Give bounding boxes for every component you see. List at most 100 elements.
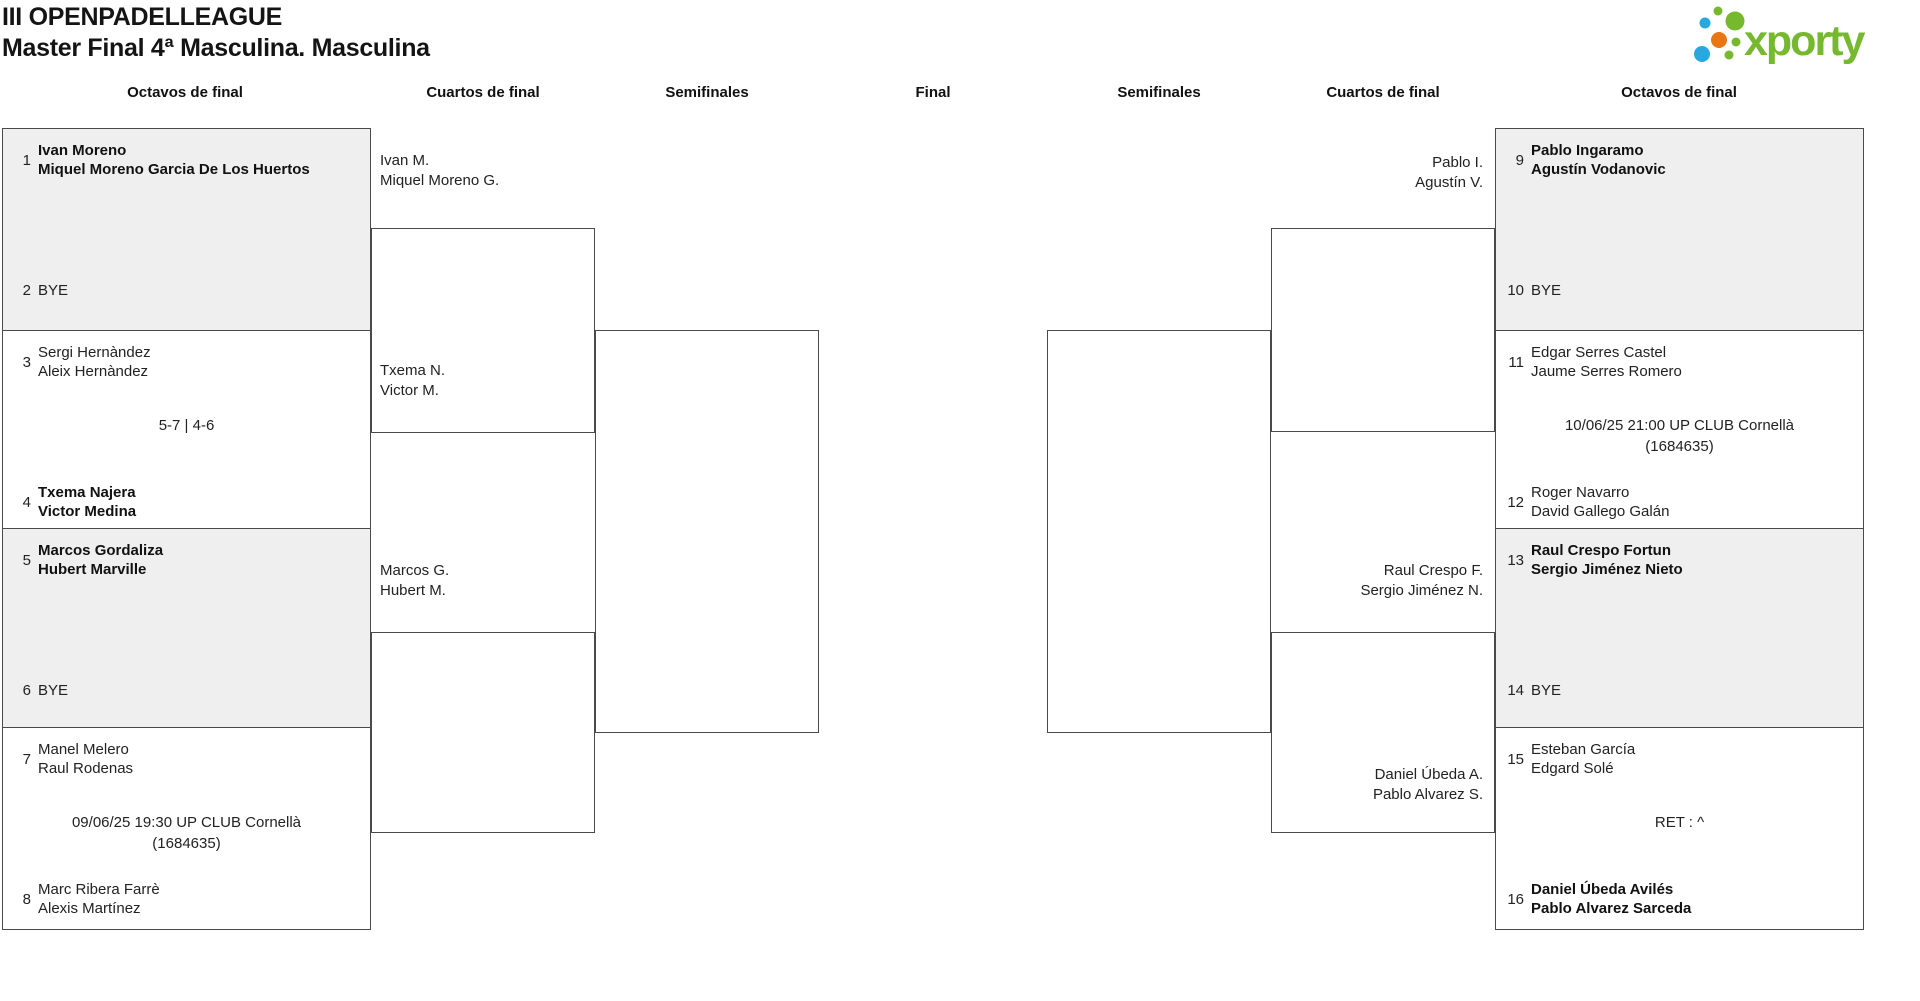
logo-dot bbox=[1711, 32, 1727, 48]
seed-number: 4 bbox=[22, 493, 31, 511]
team-slot: 1 Ivan Moreno Miquel Moreno Garcia De Lo… bbox=[9, 141, 366, 179]
round-header-octavos-left: Octavos de final bbox=[127, 84, 243, 101]
team-slot: 3 Sergi Hernàndez Aleix Hernàndez bbox=[9, 343, 366, 381]
semifinal-connector-left bbox=[595, 330, 819, 733]
player-short-name: Pablo I. bbox=[1432, 154, 1483, 171]
team-slot: 15 Esteban García Edgard Solé bbox=[1502, 740, 1859, 778]
player-short-name: Txema N. bbox=[380, 362, 446, 379]
quarterfinal-connector-left-2 bbox=[371, 632, 595, 833]
seed-number: 9 bbox=[1515, 151, 1524, 169]
player-name: Raul Rodenas bbox=[38, 760, 134, 777]
seed-number: 1 bbox=[22, 151, 31, 169]
quarterfinal-team-label-right-2: Raul Crespo F. Sergio Jiménez N. bbox=[1233, 561, 1483, 601]
player-short-name: Agustín V. bbox=[1415, 174, 1483, 191]
team-names: BYE bbox=[1531, 281, 1561, 300]
octavos-match-box-5: 9 Pablo Ingaramo Agustín Vodanovic 10 BY… bbox=[1495, 128, 1864, 331]
page-title: III OPENPADELLEAGUE bbox=[2, 3, 282, 31]
team-names: BYE bbox=[1531, 681, 1561, 700]
retirement-note: RET : ^ bbox=[1654, 814, 1705, 831]
quarterfinal-team-label-left-3: Marcos G. Hubert M. bbox=[380, 561, 449, 601]
bye-label: BYE bbox=[38, 282, 69, 299]
seed-number: 5 bbox=[22, 551, 31, 569]
round-header-cuartos-right: Cuartos de final bbox=[1326, 84, 1440, 101]
player-short-name: Pablo Alvarez S. bbox=[1372, 786, 1483, 803]
octavos-match-box-4: 7 Manel Melero Raul Rodenas 09/06/25 19:… bbox=[2, 727, 371, 930]
player-name: Sergi Hernàndez bbox=[38, 344, 151, 361]
player-name: Jaume Serres Romero bbox=[1531, 363, 1682, 380]
seed-number: 15 bbox=[1507, 750, 1524, 768]
quarterfinal-connector-right-1 bbox=[1271, 228, 1495, 432]
match-schedule-line: 10/06/25 21:00 UP CLUB Cornellà bbox=[1564, 417, 1795, 434]
octavos-match-box-3: 5 Marcos Gordaliza Hubert Marville 6 BYE bbox=[2, 528, 371, 728]
player-name: Roger Navarro bbox=[1531, 484, 1630, 501]
team-names: Manel Melero Raul Rodenas bbox=[38, 740, 133, 778]
team-slot: 8 Marc Ribera Farrè Alexis Martínez bbox=[9, 880, 366, 918]
player-short-name: Hubert M. bbox=[380, 582, 446, 599]
player-name: Marcos Gordaliza bbox=[38, 542, 164, 559]
player-name: Sergio Jiménez Nieto bbox=[1531, 561, 1683, 578]
player-short-name: Victor M. bbox=[380, 382, 439, 399]
player-name: Edgar Serres Castel bbox=[1531, 344, 1667, 361]
bye-label: BYE bbox=[38, 682, 69, 699]
logo-dot bbox=[1725, 11, 1745, 31]
team-names: Raul Crespo Fortun Sergio Jiménez Nieto bbox=[1531, 541, 1683, 579]
player-short-name: Marcos G. bbox=[380, 562, 450, 579]
team-names: Ivan Moreno Miquel Moreno Garcia De Los … bbox=[38, 141, 310, 179]
round-header-final: Final bbox=[915, 84, 951, 101]
octavos-match-box-1: 1 Ivan Moreno Miquel Moreno Garcia De Lo… bbox=[2, 128, 371, 331]
match-schedule: 09/06/25 19:30 UP CLUB Cornellà (1684635… bbox=[13, 812, 360, 854]
team-names: Sergi Hernàndez Aleix Hernàndez bbox=[38, 343, 151, 381]
player-name: Alexis Martínez bbox=[38, 900, 141, 917]
seed-number: 14 bbox=[1507, 682, 1524, 699]
match-score: 5-7 | 4-6 bbox=[158, 417, 215, 434]
team-slot: 4 Txema Najera Victor Medina bbox=[9, 483, 366, 521]
team-slot: 6 BYE bbox=[9, 681, 366, 700]
team-slot: 2 BYE bbox=[9, 281, 366, 300]
quarterfinal-team-label-left-2: Txema N. Victor M. bbox=[380, 361, 445, 401]
seed-number: 11 bbox=[1508, 353, 1524, 371]
octavos-match-box-8: 15 Esteban García Edgard Solé RET : ^ 16… bbox=[1495, 727, 1864, 930]
player-short-name: Raul Crespo F. bbox=[1383, 562, 1483, 579]
logo-wordmark: xporty bbox=[1744, 17, 1866, 65]
seed-number: 13 bbox=[1507, 551, 1524, 569]
seed-number: 2 bbox=[22, 282, 31, 299]
quarterfinal-connector-right-2 bbox=[1271, 632, 1495, 833]
quarterfinal-team-label-right-3: Daniel Úbeda A. Pablo Alvarez S. bbox=[1233, 765, 1483, 805]
seed-number: 7 bbox=[22, 750, 31, 768]
match-code: (1684635) bbox=[1645, 438, 1714, 455]
team-names: BYE bbox=[38, 681, 68, 700]
seed-number: 6 bbox=[22, 682, 31, 699]
player-short-name: Daniel Úbeda A. bbox=[1374, 766, 1483, 783]
player-name: David Gallego Galán bbox=[1531, 503, 1670, 520]
quarterfinal-connector-left-1 bbox=[371, 228, 595, 433]
player-name: Miquel Moreno Garcia De Los Huertos bbox=[38, 161, 310, 178]
round-header-semis-right: Semifinales bbox=[1117, 84, 1201, 101]
player-short-name: Miquel Moreno G. bbox=[380, 172, 500, 189]
player-name: Aleix Hernàndez bbox=[38, 363, 149, 380]
player-name: Marc Ribera Farrè bbox=[38, 881, 160, 898]
player-name: Txema Najera bbox=[38, 484, 136, 501]
player-name: Agustín Vodanovic bbox=[1531, 161, 1666, 178]
seed-number: 8 bbox=[22, 890, 31, 908]
player-short-name: Sergio Jiménez N. bbox=[1360, 582, 1483, 599]
page-subtitle: Master Final 4ª Masculina. Masculina bbox=[2, 34, 430, 62]
team-slot: 10 BYE bbox=[1502, 281, 1859, 300]
bye-label: BYE bbox=[1531, 682, 1562, 699]
round-header-cuartos-left: Cuartos de final bbox=[426, 84, 540, 101]
xporty-logo[interactable]: xporty bbox=[1683, 2, 1918, 68]
seed-number: 16 bbox=[1507, 890, 1524, 908]
player-name: Pablo Ingaramo bbox=[1531, 142, 1644, 159]
player-name: Pablo Alvarez Sarceda bbox=[1531, 900, 1692, 917]
quarterfinal-team-label-right-1: Pablo I. Agustín V. bbox=[1233, 153, 1483, 193]
logo-dot bbox=[1713, 6, 1723, 16]
round-header-semis-left: Semifinales bbox=[665, 84, 749, 101]
team-slot: 11 Edgar Serres Castel Jaume Serres Rome… bbox=[1502, 343, 1859, 381]
match-schedule-line: 09/06/25 19:30 UP CLUB Cornellà bbox=[71, 814, 302, 831]
bye-label: BYE bbox=[1531, 282, 1562, 299]
seed-number: 3 bbox=[22, 353, 31, 371]
player-name: Manel Melero bbox=[38, 741, 129, 758]
logo-dot bbox=[1724, 50, 1734, 60]
player-name: Esteban García bbox=[1531, 741, 1636, 758]
team-names: Roger Navarro David Gallego Galán bbox=[1531, 483, 1669, 521]
